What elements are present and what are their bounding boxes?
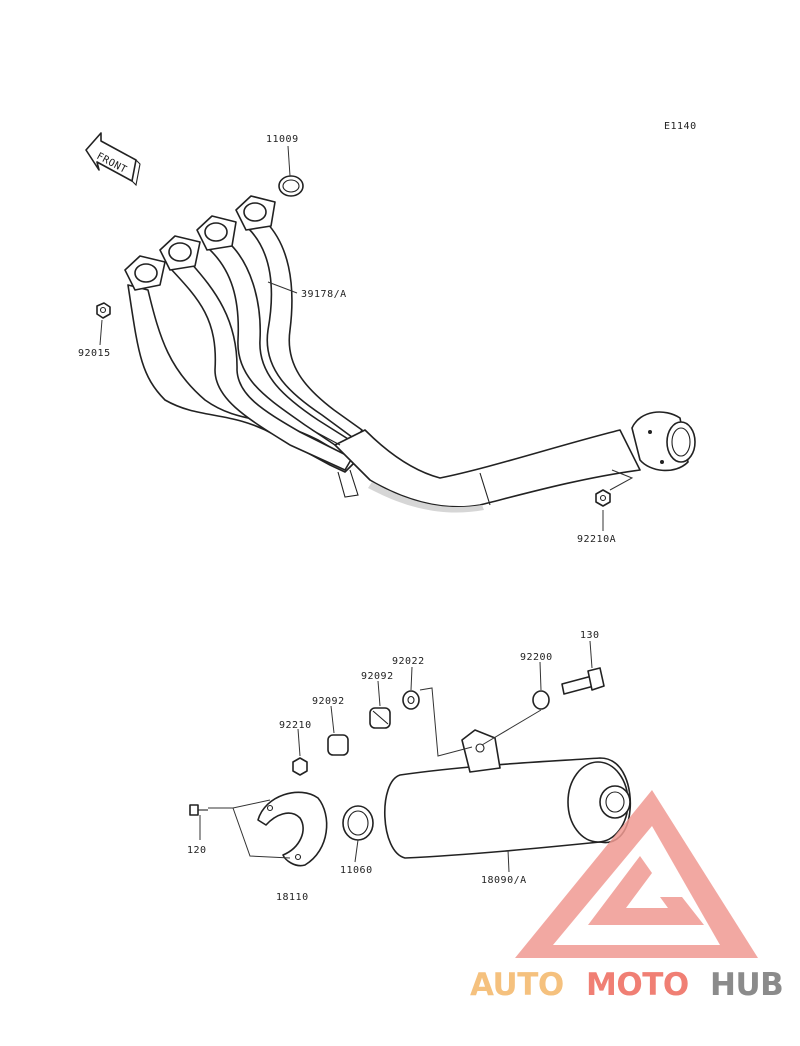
diagram-code: E1140 xyxy=(664,121,697,132)
label-92022: 92022 xyxy=(392,656,425,667)
label-92015: 92015 xyxy=(78,348,111,359)
front-arrow-icon: FRONT xyxy=(85,132,141,187)
label-18110: 18110 xyxy=(276,892,309,903)
watermark-hub: HUB xyxy=(710,967,783,1003)
label-92210: 92210 xyxy=(279,720,312,731)
label-130: 130 xyxy=(580,630,600,641)
bolt-130 xyxy=(561,667,605,695)
label-18090A: 18090/A xyxy=(481,875,527,886)
watermark-triangle-logo xyxy=(515,790,758,958)
label-11009: 11009 xyxy=(266,134,299,145)
heat-shield-18110 xyxy=(257,791,328,867)
watermark-auto: AUTO xyxy=(470,967,564,1003)
nut-92210A xyxy=(595,489,611,507)
muffler-assembly xyxy=(383,729,632,859)
exhaust-header-pipes xyxy=(124,195,696,513)
watermark-moto: MOTO xyxy=(586,967,689,1003)
label-92210A: 92210A xyxy=(577,534,616,545)
gasket-11009 xyxy=(278,175,304,197)
part-labels: E1140 11009 39178/A 92015 92210A 130 922… xyxy=(78,121,697,903)
washer-92022 xyxy=(402,690,420,710)
label-39178A: 39178/A xyxy=(301,289,347,300)
nut-92015 xyxy=(96,302,111,319)
label-92092-right: 92092 xyxy=(361,671,394,682)
automotohub-watermark: AUTO MOTO HUB xyxy=(470,790,784,1003)
label-120: 120 xyxy=(187,845,207,856)
leader-lines xyxy=(99,145,634,873)
nut-92210 xyxy=(292,757,308,776)
label-92092-left: 92092 xyxy=(312,696,345,707)
label-92200: 92200 xyxy=(520,652,553,663)
washer-92200 xyxy=(532,690,550,710)
damper-92092 xyxy=(327,707,391,756)
label-11060: 11060 xyxy=(340,865,373,876)
bolt-120 xyxy=(189,804,208,816)
